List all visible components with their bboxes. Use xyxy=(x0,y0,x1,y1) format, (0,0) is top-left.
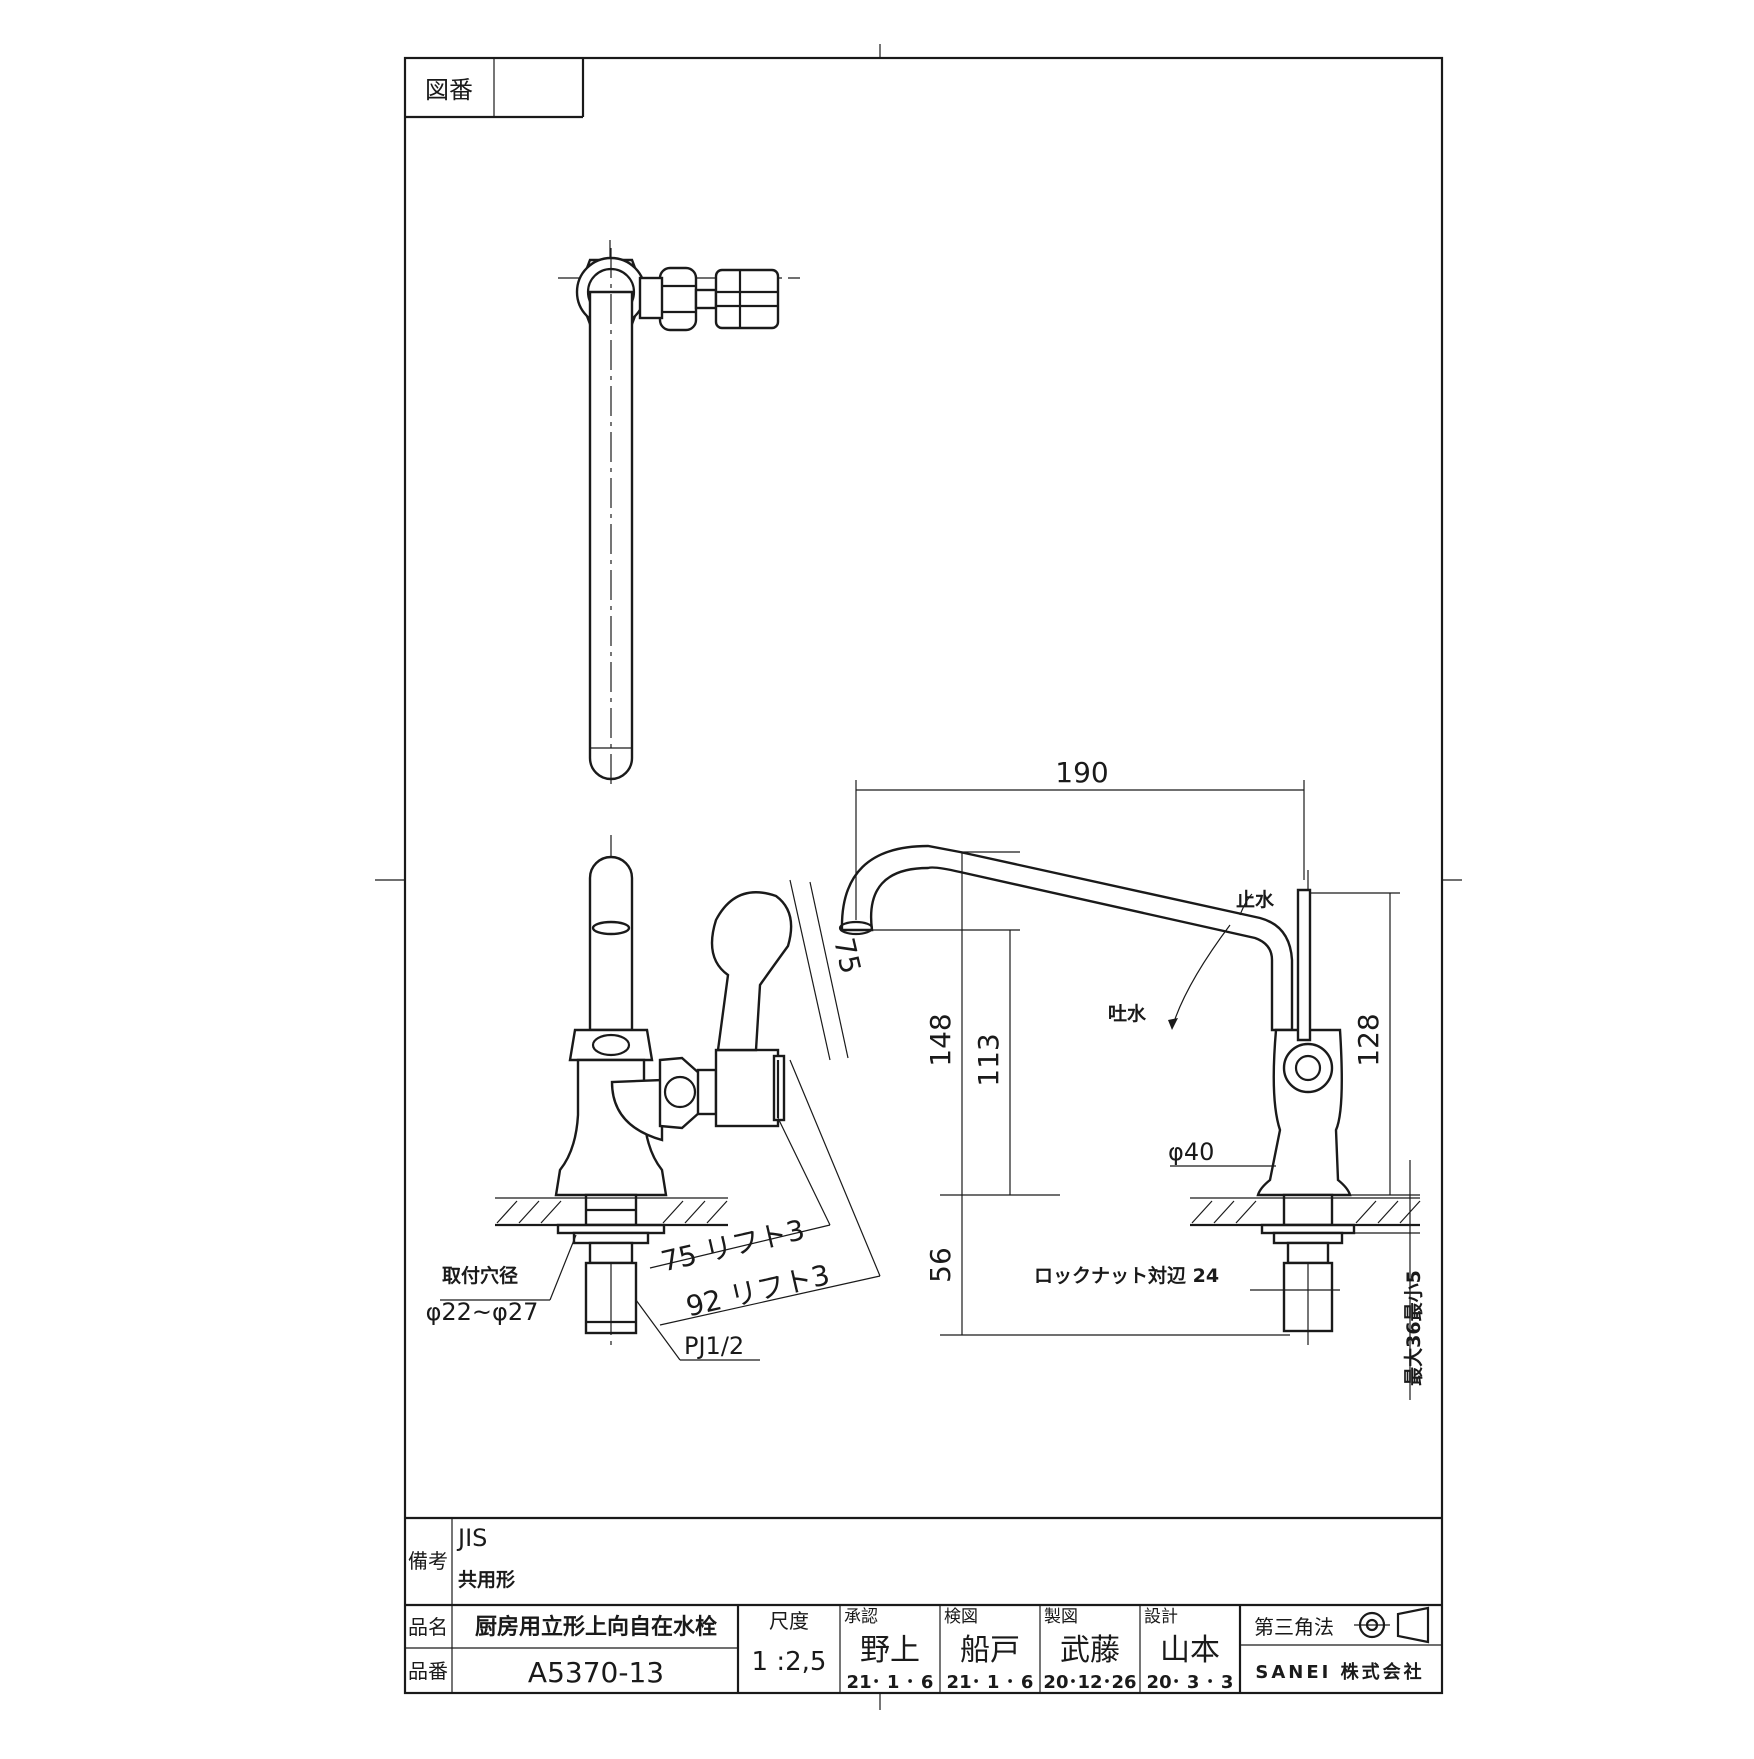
check-date: 21･ 1 ･ 6 xyxy=(947,1672,1034,1693)
dim-handle-75: 75 xyxy=(827,935,867,977)
dim-height-113: 113 xyxy=(972,1033,1005,1086)
dim-hole-label: 取付穴径 xyxy=(442,1264,518,1287)
design-date: 20･ 3 ･ 3 xyxy=(1147,1672,1234,1693)
remarks-line2: 共用形 xyxy=(458,1569,515,1591)
sheet-border xyxy=(403,56,1444,1695)
company-name: SANEI 株式会社 xyxy=(1255,1661,1424,1683)
label-discharge-water: 吐水 xyxy=(1108,1003,1147,1025)
approval-date: 21･ 1 ･ 6 xyxy=(847,1672,934,1693)
dim-thread: PJ1/2 xyxy=(684,1332,744,1360)
scale-label: 尺度 xyxy=(769,1609,809,1633)
approval-name: 野上 xyxy=(860,1633,920,1668)
drawing-number-box: 図番 xyxy=(405,58,585,119)
scale-value: 1 :2,5 xyxy=(752,1647,827,1677)
title-block: 品名 厨房用立形上向自在水栓 品番 A5370-13 尺度 1 :2,5 承認 … xyxy=(405,1603,1442,1693)
dimension-lines xyxy=(440,780,1420,1400)
dim-width-190: 190 xyxy=(1055,756,1108,789)
approval-label: 承認 xyxy=(844,1607,878,1627)
centering-marks xyxy=(375,44,1462,1710)
product-number-label: 品番 xyxy=(408,1659,448,1683)
dim-deck-range: 最大36最小5 xyxy=(1402,1270,1425,1386)
drafted-date: 20･12･26 xyxy=(1043,1672,1136,1693)
projection-label: 第三角法 xyxy=(1254,1615,1334,1639)
drawing-number-label: 図番 xyxy=(425,76,473,104)
faucet-front-view xyxy=(554,835,793,1345)
third-angle-projection-icon xyxy=(1354,1606,1430,1644)
dim-hole-value: φ22~φ27 xyxy=(426,1298,539,1326)
drafted-label: 製図 xyxy=(1044,1607,1078,1627)
product-name-value: 厨房用立形上向自在水栓 xyxy=(475,1614,717,1640)
remarks-line1: JIS xyxy=(456,1524,487,1552)
counter-hatch-left xyxy=(495,1197,728,1227)
check-name: 船戸 xyxy=(960,1633,1020,1668)
dim-height-128: 128 xyxy=(1352,1013,1385,1066)
design-label: 設計 xyxy=(1144,1607,1178,1627)
dim-height-148: 148 xyxy=(924,1013,957,1066)
check-label: 検図 xyxy=(944,1607,978,1627)
design-name: 山本 xyxy=(1160,1633,1220,1668)
dim-body-diameter: φ40 xyxy=(1168,1138,1214,1166)
dim-locknut: ロックナット対辺 24 xyxy=(1034,1264,1219,1287)
remarks-label: 備考 xyxy=(408,1549,448,1573)
product-name-label: 品名 xyxy=(408,1615,448,1639)
remarks-box: 備考 JIS 共用形 xyxy=(405,1516,1442,1605)
drafted-name: 武藤 xyxy=(1060,1633,1120,1668)
faucet-top-view xyxy=(558,240,800,790)
faucet-side-view xyxy=(838,844,1356,1345)
label-stop-water: 止水 xyxy=(1236,889,1275,911)
dim-under-56: 56 xyxy=(924,1247,957,1283)
product-number-value: A5370-13 xyxy=(528,1656,664,1689)
